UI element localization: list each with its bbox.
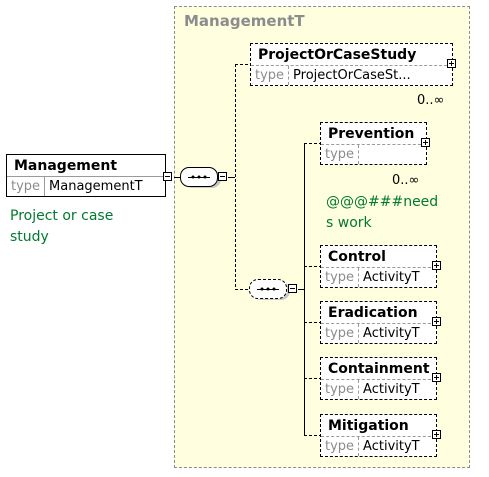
type-keyword: type — [321, 437, 360, 456]
element-name: ProjectOrCaseStudy — [251, 44, 452, 66]
sequence-compositor-inner[interactable] — [249, 279, 287, 299]
documentation-line: s work — [326, 215, 372, 231]
complex-type-title: ManagementT — [184, 12, 305, 30]
cardinality-label: 0..∞ — [417, 93, 445, 108]
collapse-toggle-outer-sequence[interactable] — [218, 172, 227, 181]
type-value: ActivityT — [363, 326, 420, 341]
element-project-or-case-study[interactable]: ProjectOrCaseStudy type ProjectOrCaseSt.… — [250, 43, 456, 89]
type-keyword: type — [7, 177, 46, 196]
element-name: Mitigation — [321, 415, 436, 437]
element-type-row: type ActivityT — [321, 437, 436, 456]
collapse-toggle-management[interactable] — [163, 172, 172, 181]
type-keyword: type — [321, 380, 360, 399]
documentation-line: @@@###need — [326, 194, 439, 210]
expand-toggle-project-or-case-study[interactable] — [447, 59, 456, 68]
sequence-compositor-outer[interactable] — [180, 167, 218, 187]
element-name: Eradication — [321, 302, 436, 324]
element-name: Management — [7, 155, 165, 177]
element-type-row: type ActivityT — [321, 324, 436, 343]
element-mitigation[interactable]: Mitigation type ActivityT — [320, 414, 440, 460]
type-keyword: type — [251, 66, 290, 85]
documentation-line: study — [10, 229, 49, 245]
element-management[interactable]: Management type ManagementT — [6, 154, 166, 197]
type-value — [359, 145, 363, 164]
type-value: ActivityT — [363, 439, 420, 454]
expand-toggle-control[interactable] — [432, 261, 441, 270]
element-control[interactable]: Control type ActivityT — [320, 245, 440, 291]
element-type-row: type ActivityT — [321, 268, 436, 287]
type-keyword: type — [321, 324, 360, 343]
type-value: ActivityT — [363, 382, 420, 397]
sequence-dots-icon — [191, 175, 207, 179]
element-eradication[interactable]: Eradication type ActivityT — [320, 301, 440, 347]
element-containment[interactable]: Containment type ActivityT — [320, 357, 440, 403]
expand-toggle-eradication[interactable] — [432, 317, 441, 326]
element-type-row: type ActivityT — [321, 380, 436, 399]
collapse-toggle-inner-sequence[interactable] — [288, 284, 297, 293]
element-name: Prevention — [321, 123, 426, 145]
expand-toggle-containment[interactable] — [432, 373, 441, 382]
type-value: ProjectOrCaseSt... — [293, 68, 411, 83]
element-prevention[interactable]: Prevention type — [320, 122, 430, 168]
documentation-management: Project or case study — [10, 206, 113, 248]
element-name: Control — [321, 246, 436, 268]
type-keyword: type — [321, 145, 360, 164]
element-name: Containment — [321, 358, 436, 380]
type-value: ManagementT — [49, 179, 143, 194]
type-value: ActivityT — [363, 270, 420, 285]
type-keyword: type — [321, 268, 360, 287]
documentation-prevention: @@@###need s work — [326, 192, 438, 234]
expand-toggle-prevention[interactable] — [421, 138, 430, 147]
element-type-row: type ManagementT — [7, 177, 165, 196]
sequence-dots-icon — [260, 287, 276, 291]
cardinality-label: 0..∞ — [392, 173, 420, 188]
documentation-line: Project or case — [10, 208, 114, 224]
element-type-row: type — [321, 145, 426, 164]
element-type-row: type ProjectOrCaseSt... — [251, 66, 452, 85]
expand-toggle-mitigation[interactable] — [432, 430, 441, 439]
